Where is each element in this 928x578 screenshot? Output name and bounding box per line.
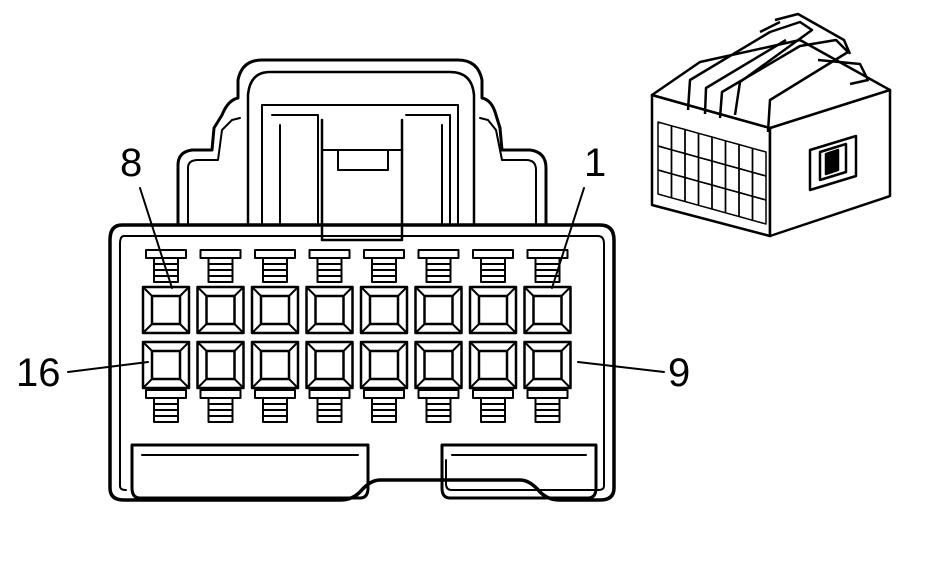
latch-shoulder-right: [479, 117, 537, 226]
terminal-tick-bottom-1: [145, 389, 187, 423]
terminal-tick-bottom-3: [254, 389, 296, 423]
latch-shoulder-left: [187, 117, 241, 226]
bottom-pad-right: [440, 443, 598, 500]
terminal-tick-top-2: [199, 249, 242, 283]
cavity-16: [141, 340, 191, 390]
iso-side-window: [808, 134, 858, 192]
terminal-tick-bottom-6: [417, 389, 460, 423]
leader-line-9: [577, 361, 665, 373]
connector-isometric-view: [650, 12, 892, 238]
terminal-tick-top-7: [472, 249, 514, 283]
terminal-tick-top-8: [526, 249, 569, 283]
cavity-3: [414, 285, 463, 335]
terminal-tick-bottom-5: [363, 389, 405, 423]
iso-latch-ridge-3: [759, 12, 870, 86]
iso-cavity-grid: [657, 121, 767, 225]
cavity-6: [250, 285, 300, 335]
bottom-pad-left: [130, 443, 370, 500]
cavity-9: [523, 340, 572, 390]
cavity-12: [359, 340, 409, 390]
terminal-tick-bottom-4: [308, 389, 351, 423]
terminal-tick-top-4: [308, 249, 351, 283]
cavity-5: [305, 285, 354, 335]
connector-face-view: [67, 58, 665, 502]
terminal-tick-bottom-7: [472, 389, 514, 423]
iso-latch-ridge-2: [703, 38, 850, 133]
cavity-8: [141, 285, 191, 335]
terminal-tick-top-6: [417, 249, 460, 283]
terminal-tick-bottom-2: [199, 389, 242, 423]
cavity-1: [523, 285, 572, 335]
latch-inner-outline: [246, 70, 476, 227]
pin-label-8: 8: [120, 141, 142, 185]
terminal-ticks-bottom: [145, 389, 569, 423]
cavity-2: [468, 285, 518, 335]
cavity-grid: [141, 285, 572, 390]
cavity-14: [250, 340, 300, 390]
pin-label-9: 9: [668, 351, 690, 395]
lock-tab: [320, 118, 404, 242]
cavity-10: [468, 340, 518, 390]
lock-tab-step: [321, 149, 403, 226]
leader-line-8: [139, 187, 173, 289]
iso-side-latch: [824, 148, 840, 176]
cavity-15: [196, 340, 245, 390]
cavity-11: [414, 340, 463, 390]
terminal-ticks-top: [145, 249, 569, 283]
body-outer-outline: [108, 223, 616, 502]
iso-cavity: [751, 195, 767, 225]
cavity-4: [359, 285, 409, 335]
terminal-tick-top-5: [363, 249, 405, 283]
latch-inner-frame: [261, 104, 459, 226]
latch-outer-outline: [176, 58, 548, 227]
pin-label-1: 1: [584, 141, 606, 185]
cavity-13: [305, 340, 354, 390]
latch-ribs: [271, 114, 451, 226]
terminal-tick-top-3: [254, 249, 296, 283]
terminal-tick-bottom-8: [526, 389, 569, 423]
leader-line-1: [551, 187, 585, 289]
pin-label-16: 16: [16, 351, 61, 395]
leader-line-16: [67, 361, 149, 373]
cavity-7: [196, 285, 245, 335]
